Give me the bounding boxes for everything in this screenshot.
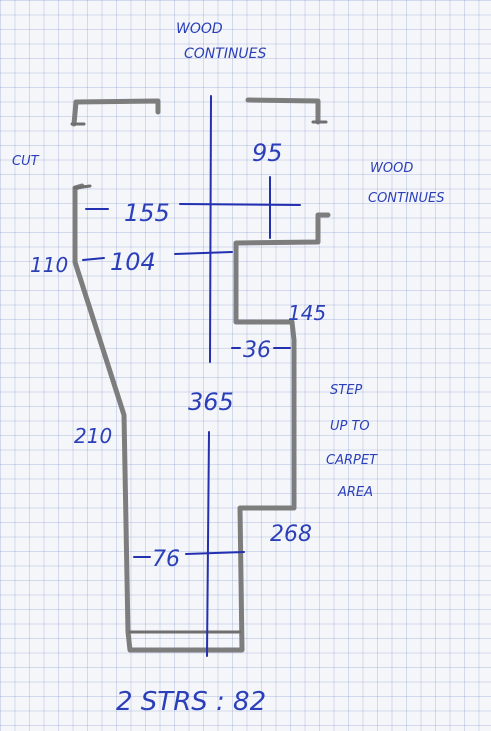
dim-36: 36 [243, 338, 271, 363]
step-note-line1: STEP [330, 383, 362, 398]
step-note-line3: CARPET [326, 453, 378, 468]
line-104 [174, 251, 233, 255]
dim-365: 365 [188, 388, 234, 416]
line-155 [179, 203, 301, 206]
cut-note: CUT [12, 154, 40, 169]
wood-continues-right-line1: WOOD [370, 161, 413, 176]
step-note-line4: AREA [337, 485, 373, 500]
room-outline [70, 97, 331, 653]
wood-continues-top-line1: WOOD [176, 21, 223, 37]
dim-110: 110 [30, 253, 68, 277]
top-right-wall [245, 97, 321, 125]
line-76-right [185, 551, 245, 555]
dim-210: 210 [74, 424, 112, 448]
dim-145: 145 [288, 301, 326, 325]
vertical-centre-line-lower [206, 431, 210, 657]
dim-76: 76 [152, 547, 180, 572]
vertical-centre-line-upper [209, 95, 212, 363]
line-104-left [82, 257, 105, 261]
dim-268: 268 [270, 522, 312, 547]
left-wall [72, 183, 331, 653]
dimension-lines [82, 95, 301, 657]
top-left-wall [71, 98, 161, 127]
labels: WOOD CONTINUES WOOD CONTINUES CUT STEP U… [12, 21, 445, 717]
footer-note: 2 STRS : 82 [116, 687, 266, 717]
wood-continues-top-line2: CONTINUES [184, 46, 267, 62]
dim-95: 95 [252, 139, 283, 167]
wood-continues-right-line2: CONTINUES [368, 191, 445, 206]
top-left-cut-tick [73, 184, 92, 190]
dim-104: 104 [110, 248, 156, 276]
step-note-line2: UP TO [330, 419, 370, 434]
dim-155: 155 [124, 199, 170, 227]
